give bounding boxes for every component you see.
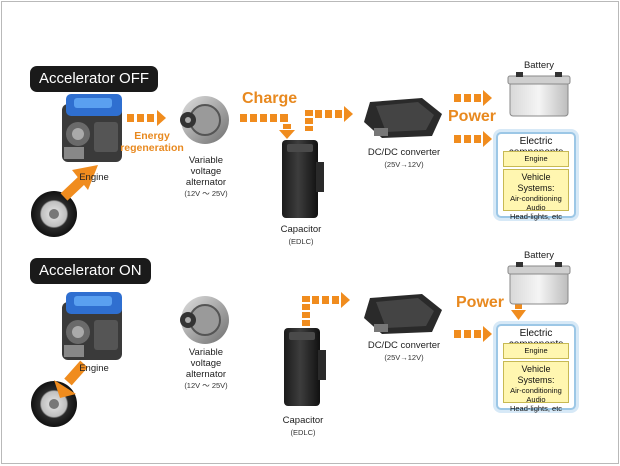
energy-regen-line-2: regeneration (120, 142, 184, 154)
power-arrows-off (454, 90, 492, 147)
ec-engine-components-on: Engine Components (503, 343, 569, 369)
battery-icon-off (507, 72, 571, 117)
battery-label-on: Battery (523, 250, 555, 261)
electric-components-box-on: Electric components Engine Components Ve… (496, 324, 576, 413)
discharge-arrow-on (302, 292, 350, 326)
converter-range-off: (25V→12V) (384, 160, 424, 169)
engine-label-off: Engine (79, 172, 109, 183)
converter-icon-on (364, 294, 442, 334)
alt-on-line-3: alternator (185, 369, 227, 380)
capacitor-type-off: (EDLC) (288, 237, 314, 246)
drive-arrow-on (54, 360, 88, 398)
energy-regen-line-1: Energy (134, 130, 170, 142)
engine-icon-on (62, 292, 122, 360)
tire-icon-off (31, 191, 77, 237)
ec-vehicle-systems-off: Vehicle Systems: Air-conditioning Audio … (503, 169, 569, 221)
alternator-range-off: (12V ～ 25V) (184, 189, 228, 198)
energy-regeneration-label: Energy regeneration (120, 130, 184, 154)
engine-label-on: Engine (79, 363, 109, 374)
ec-item-air-conditioning-off: Air-conditioning (510, 194, 562, 203)
converter-icon-off (364, 98, 442, 138)
ec-vehicle-systems-on: Vehicle Systems: Air-conditioning Audio … (503, 361, 569, 413)
capacitor-icon-off (282, 140, 324, 218)
converter-range-on: (25V→12V) (384, 353, 424, 362)
converter-label-on: DC/DC converter (367, 340, 441, 351)
power-arrows-on (454, 304, 526, 342)
alternator-range-on: (12V ～ 25V) (184, 381, 228, 390)
battery-label-off: Battery (523, 60, 555, 71)
tire-icon-on (31, 381, 77, 427)
ec-item-audio-off: Audio (526, 203, 546, 212)
electric-components-box-off: Electric components Engine Components Ve… (496, 132, 576, 221)
charge-arrow-off (240, 106, 353, 139)
ec-item-audio-on: Audio (526, 395, 546, 404)
capacitor-label-off: Capacitor (280, 224, 322, 235)
alternator-icon-off (180, 96, 229, 144)
capacitor-icon-on (284, 328, 326, 406)
alt-line-2: voltage (190, 166, 222, 177)
alt-on-line-1: Variable (188, 347, 224, 358)
capacitor-label-on: Capacitor (282, 415, 324, 426)
capacitor-type-on: (EDLC) (290, 428, 316, 437)
ec-vehicle-title-off: Vehicle Systems: (517, 172, 555, 193)
charge-label: Charge (242, 90, 298, 107)
ec-item-headlights-on: Head-lights, etc (509, 404, 563, 413)
energy-arrow-off (127, 110, 166, 126)
battery-icon-on (507, 262, 571, 305)
alt-line-1: Variable (188, 155, 224, 166)
section-label-accelerator-off: Accelerator OFF (30, 66, 159, 92)
converter-label-off: DC/DC converter (367, 147, 441, 158)
regen-arrow-off (60, 165, 98, 201)
ec-item-headlights-off: Head-lights, etc (509, 212, 563, 221)
alternator-label-on: Variable voltage alternator (178, 347, 234, 380)
ec-engine-components-off: Engine Components (503, 151, 569, 177)
ec-item-air-conditioning-on: Air-conditioning (510, 386, 562, 395)
engine-icon-off (62, 94, 122, 162)
power-label-on: Power (456, 294, 505, 311)
alternator-label-off: Variable voltage alternator (178, 155, 234, 188)
alt-line-3: alternator (185, 177, 227, 188)
power-label-off: Power (448, 108, 497, 125)
alternator-icon-on (180, 296, 229, 344)
section-label-accelerator-on: Accelerator ON (30, 258, 151, 284)
ec-vehicle-title-on: Vehicle Systems: (517, 364, 555, 385)
alt-on-line-2: voltage (190, 358, 222, 369)
